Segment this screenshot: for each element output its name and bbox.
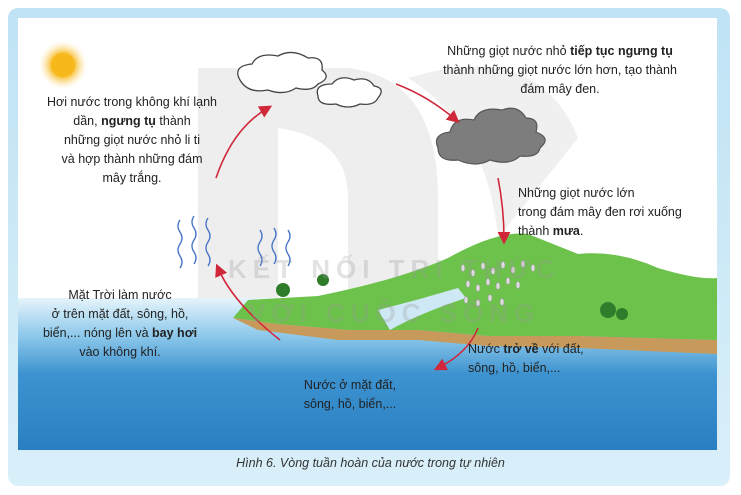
water-cycle-illustration: KẾT NỐI TRI THỨC VỚI CUỘC SỐNG (18, 18, 717, 450)
label-line: Mặt Trời làm nước (68, 288, 172, 302)
label-emphasis: mưa (552, 224, 580, 238)
white-cloud-icon (237, 51, 382, 108)
label-line: trong đám mây đen rơi xuống (518, 205, 682, 219)
rain-drops (460, 260, 536, 307)
label-rain: Những giọt nước lớn trong đám mây đen rơ… (518, 184, 718, 241)
arrow-evaporation (215, 263, 281, 341)
dark-cloud-icon (435, 107, 546, 165)
label-line: mây trắng. (102, 171, 162, 185)
island-land (233, 233, 717, 340)
label-emphasis: ngưng tụ (101, 114, 156, 128)
river (378, 288, 466, 330)
label-emphasis: tiếp tục ngưng tụ (570, 44, 673, 58)
label-line: và hợp thành những đám (61, 152, 203, 166)
label-condensation: Hơi nước trong không khí lạnh dần, ngưng… (22, 93, 242, 188)
label-line: sông, hồ, biển,... (303, 397, 397, 411)
scene (18, 41, 717, 450)
label-line: Những giọt nước nhỏ (447, 44, 571, 58)
label-line: vào không khí. (79, 345, 161, 359)
label-surface-water: Nước ở mặt đất, sông, hồ, biển,... (270, 376, 430, 414)
label-line: với đất, (538, 342, 584, 356)
cycle-arrows (215, 83, 511, 371)
label-line: những giọt nước nhỏ li ti (63, 133, 201, 147)
watermark-logo-shape (198, 68, 438, 348)
label-line: dần, (73, 114, 102, 128)
watermark-text: KẾT NỐI TRI THỨC (228, 254, 561, 284)
label-emphasis: trở về (503, 342, 539, 356)
label-line: . (579, 224, 584, 238)
label-line: biển,... nóng lên và (42, 326, 153, 340)
arrow-to-dark-cloud (395, 83, 460, 124)
sun-icon (51, 53, 75, 77)
label-line: đám mây đen. (520, 82, 600, 96)
figure-caption: Hình 6. Vòng tuần hoàn của nước trong tự… (236, 456, 505, 470)
tree-icon (276, 274, 628, 320)
label-return: Nước trở về với đất, sông, hồ, biển,... (468, 340, 668, 378)
arrow-return (433, 327, 479, 371)
label-evaporation: Mặt Trời làm nước ở trên mặt đất, sông, … (20, 286, 220, 362)
arrow-rain (497, 177, 511, 245)
label-line: thành những giọt nước lớn hơn, tạo thành (443, 63, 677, 77)
vapor-icon (177, 215, 291, 269)
label-line: thành (155, 114, 191, 128)
label-line: Nước (468, 342, 504, 356)
label-line: thành (518, 224, 553, 238)
label-line: Nước ở mặt đất, (303, 378, 397, 392)
label-dark-cloud: Những giọt nước nhỏ tiếp tục ngưng tụ th… (415, 42, 705, 99)
label-emphasis: bay hơi (152, 326, 198, 340)
label-line: Hơi nước trong không khí lạnh (47, 95, 217, 109)
label-line: sông, hồ, biển,... (468, 361, 561, 375)
label-line: ở trên mặt đất, sông, hồ, (51, 307, 189, 321)
label-line: Những giọt nước lớn (518, 186, 635, 200)
arrow-condensation (215, 105, 273, 179)
watermark-text: VỚI CUỘC SỐNG (248, 298, 541, 328)
